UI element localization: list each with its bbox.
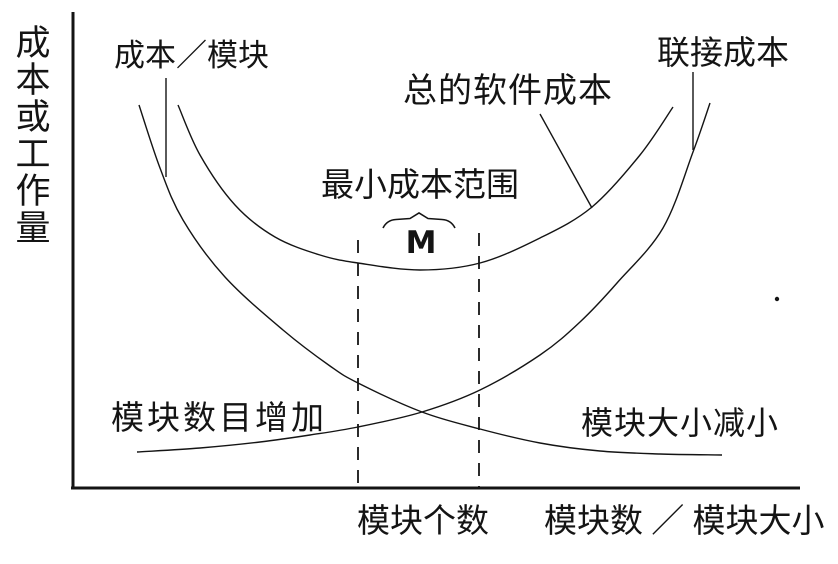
cost-per-module-label: 成本／模块 <box>114 38 269 73</box>
module-count-increase-label: 模块数目增加 <box>111 401 327 437</box>
min-cost-range-symbol: M <box>405 225 437 261</box>
module-size-decrease-label: 模块大小减小 <box>581 405 780 441</box>
x-axis-label-secondary: 模块数 ／ 模块大小 <box>544 504 825 540</box>
stray-dot-mark <box>774 296 780 302</box>
min-cost-range-label: 最小成本范围 <box>321 168 519 204</box>
leader-total-cost <box>539 113 593 209</box>
total-software-cost-label: 总的软件成本 <box>403 73 613 110</box>
curve-total-cost <box>177 104 674 271</box>
curve-interface-cost <box>136 102 711 453</box>
interface-cost-label: 联接成本 <box>657 36 789 72</box>
x-axis-label-primary: 模块个数 <box>357 504 489 540</box>
y-axis-label: 成本或工作量 <box>15 24 51 249</box>
curve-cost-per-module <box>138 104 723 456</box>
min-range-overbrace-icon <box>382 212 456 229</box>
